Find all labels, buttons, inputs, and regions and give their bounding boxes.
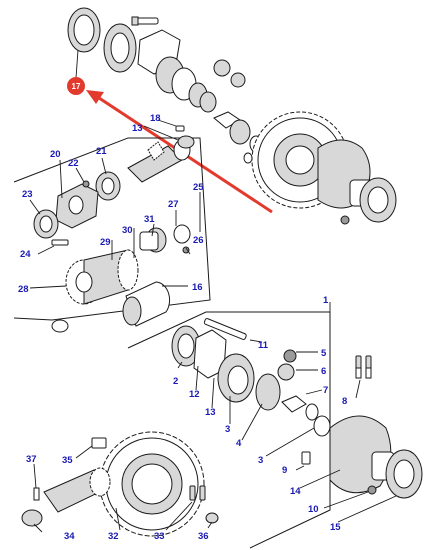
callout-31: 31 — [144, 214, 155, 225]
highlight-badge-label: 17 — [72, 82, 81, 91]
callout-10: 10 — [308, 504, 319, 515]
callout-29: 29 — [100, 237, 111, 248]
callout-9: 9 — [282, 465, 287, 476]
callout-5: 5 — [321, 348, 327, 359]
callout-8: 8 — [342, 396, 347, 407]
callout-4: 4 — [236, 438, 242, 449]
callout-26: 26 — [193, 235, 204, 246]
callout-labels: 1 2 3 3 4 5 6 7 8 9 10 11 12 13 13 14 15… — [18, 113, 347, 542]
small-parts-18 — [175, 125, 195, 149]
callout-24: 24 — [20, 249, 31, 260]
callout-leader-lines — [29, 119, 397, 533]
callout-18: 18 — [150, 113, 161, 124]
callout-35: 35 — [62, 455, 73, 466]
callout-13: 13 — [205, 407, 216, 418]
differential-exploded-group — [127, 302, 423, 549]
callout-23: 23 — [22, 189, 33, 200]
callout-12: 12 — [189, 389, 200, 400]
callout-21: 21 — [96, 146, 107, 157]
highlight-badge-17: 17 — [67, 77, 85, 95]
callout-27: 27 — [168, 199, 179, 210]
callout-3: 3 — [258, 455, 263, 466]
callout-34: 34 — [64, 531, 75, 542]
gear-cluster — [65, 249, 139, 305]
callout-2: 2 — [173, 376, 178, 387]
callout-1: 1 — [323, 295, 329, 306]
callout-30: 30 — [122, 225, 133, 236]
callout-20: 20 — [50, 149, 61, 160]
pinion-gear-group — [13, 137, 211, 333]
callout-33: 33 — [154, 531, 165, 542]
callout-6: 6 — [321, 366, 326, 377]
callout-28: 28 — [18, 284, 29, 295]
upper-differential-assembly — [103, 16, 397, 225]
callout-14: 14 — [290, 486, 301, 497]
callout-3: 3 — [225, 424, 230, 435]
callout-15: 15 — [330, 522, 341, 533]
highlight-badge-circle — [67, 77, 85, 95]
callout-37: 37 — [26, 454, 37, 465]
callout-7: 7 — [323, 385, 328, 396]
callout-22: 22 — [68, 158, 79, 169]
callout-11: 11 — [258, 340, 269, 351]
callout-25: 25 — [193, 182, 204, 193]
crown-wheel-pinion — [21, 431, 219, 537]
callout-16: 16 — [192, 282, 203, 293]
callout-32: 32 — [108, 531, 119, 542]
washer-17 — [67, 7, 101, 53]
callout-36: 36 — [198, 531, 209, 542]
callout-13: 13 — [132, 123, 143, 134]
